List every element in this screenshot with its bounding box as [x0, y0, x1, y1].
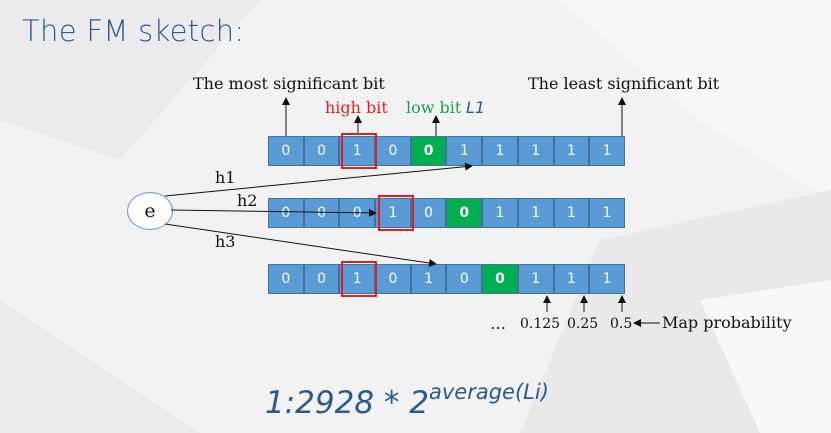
high-bit-label: high bit: [325, 98, 388, 117]
bit-cell: 1: [517, 198, 554, 228]
bit-cell: 1: [517, 264, 554, 294]
bit-cell: 1: [589, 136, 625, 166]
high-bit-box-row-2: [378, 195, 414, 231]
hash-label-h2: h2: [237, 191, 258, 210]
element-node-label: e: [144, 200, 156, 222]
formula-base: 1:2928 * 2: [265, 385, 429, 421]
high-bit-box-row-1: [341, 133, 377, 169]
low-bit-label: low bit: [406, 98, 462, 117]
bit-cell: 0: [375, 264, 411, 294]
prob-value-025: 0.25: [567, 316, 599, 332]
bit-cell: 1: [589, 198, 625, 228]
bit-cell: 1: [517, 136, 554, 166]
l1-label: L1: [466, 98, 486, 117]
bit-cell: 0: [268, 198, 304, 228]
map-probability-label: Map probability: [662, 313, 792, 332]
bit-cell: 1: [375, 198, 411, 228]
lsb-label: The least significant bit: [528, 74, 720, 93]
msb-label: The most significant bit: [193, 74, 385, 93]
prob-ellipsis: …: [490, 314, 506, 333]
bit-cell: 0: [303, 136, 340, 166]
bit-cell: 0: [268, 136, 304, 166]
bit-cell: 1: [446, 136, 483, 166]
estimate-formula: 1:2928 * 2average(Li): [265, 380, 549, 421]
bit-cell: 0: [303, 264, 340, 294]
hash-label-h1: h1: [215, 168, 236, 187]
h3-arrow: [164, 223, 437, 267]
bit-cell: 1: [410, 264, 447, 294]
bit-cell: 0: [268, 264, 304, 294]
bit-cell: 1: [482, 136, 518, 166]
slide-title: The FM sketch:: [22, 14, 245, 48]
bit-cell: 1: [339, 136, 376, 166]
h2-arrow: [170, 208, 377, 217]
bit-cell: 0: [303, 198, 340, 228]
bit-cell: 1: [482, 198, 518, 228]
bit-cell: 0: [446, 264, 483, 294]
bit-cell: 1: [553, 136, 590, 166]
bit-cell: 1: [553, 198, 590, 228]
prob-value-0125: 0.125: [520, 316, 561, 332]
h1-arrow: [164, 162, 473, 197]
high-bit-box-row-3: [341, 261, 377, 297]
bit-cell: 0: [410, 198, 447, 228]
bit-cell: 0: [410, 136, 447, 166]
prob-value-05: 0.5: [610, 316, 633, 332]
bit-cell: 1: [589, 264, 625, 294]
bit-cell: 1: [553, 264, 590, 294]
formula-exponent: average(Li): [429, 380, 549, 404]
hash-label-h3: h3: [215, 232, 236, 251]
bit-cell: 0: [482, 264, 518, 294]
bit-cell: 1: [339, 264, 376, 294]
bit-cell: 0: [446, 198, 483, 228]
